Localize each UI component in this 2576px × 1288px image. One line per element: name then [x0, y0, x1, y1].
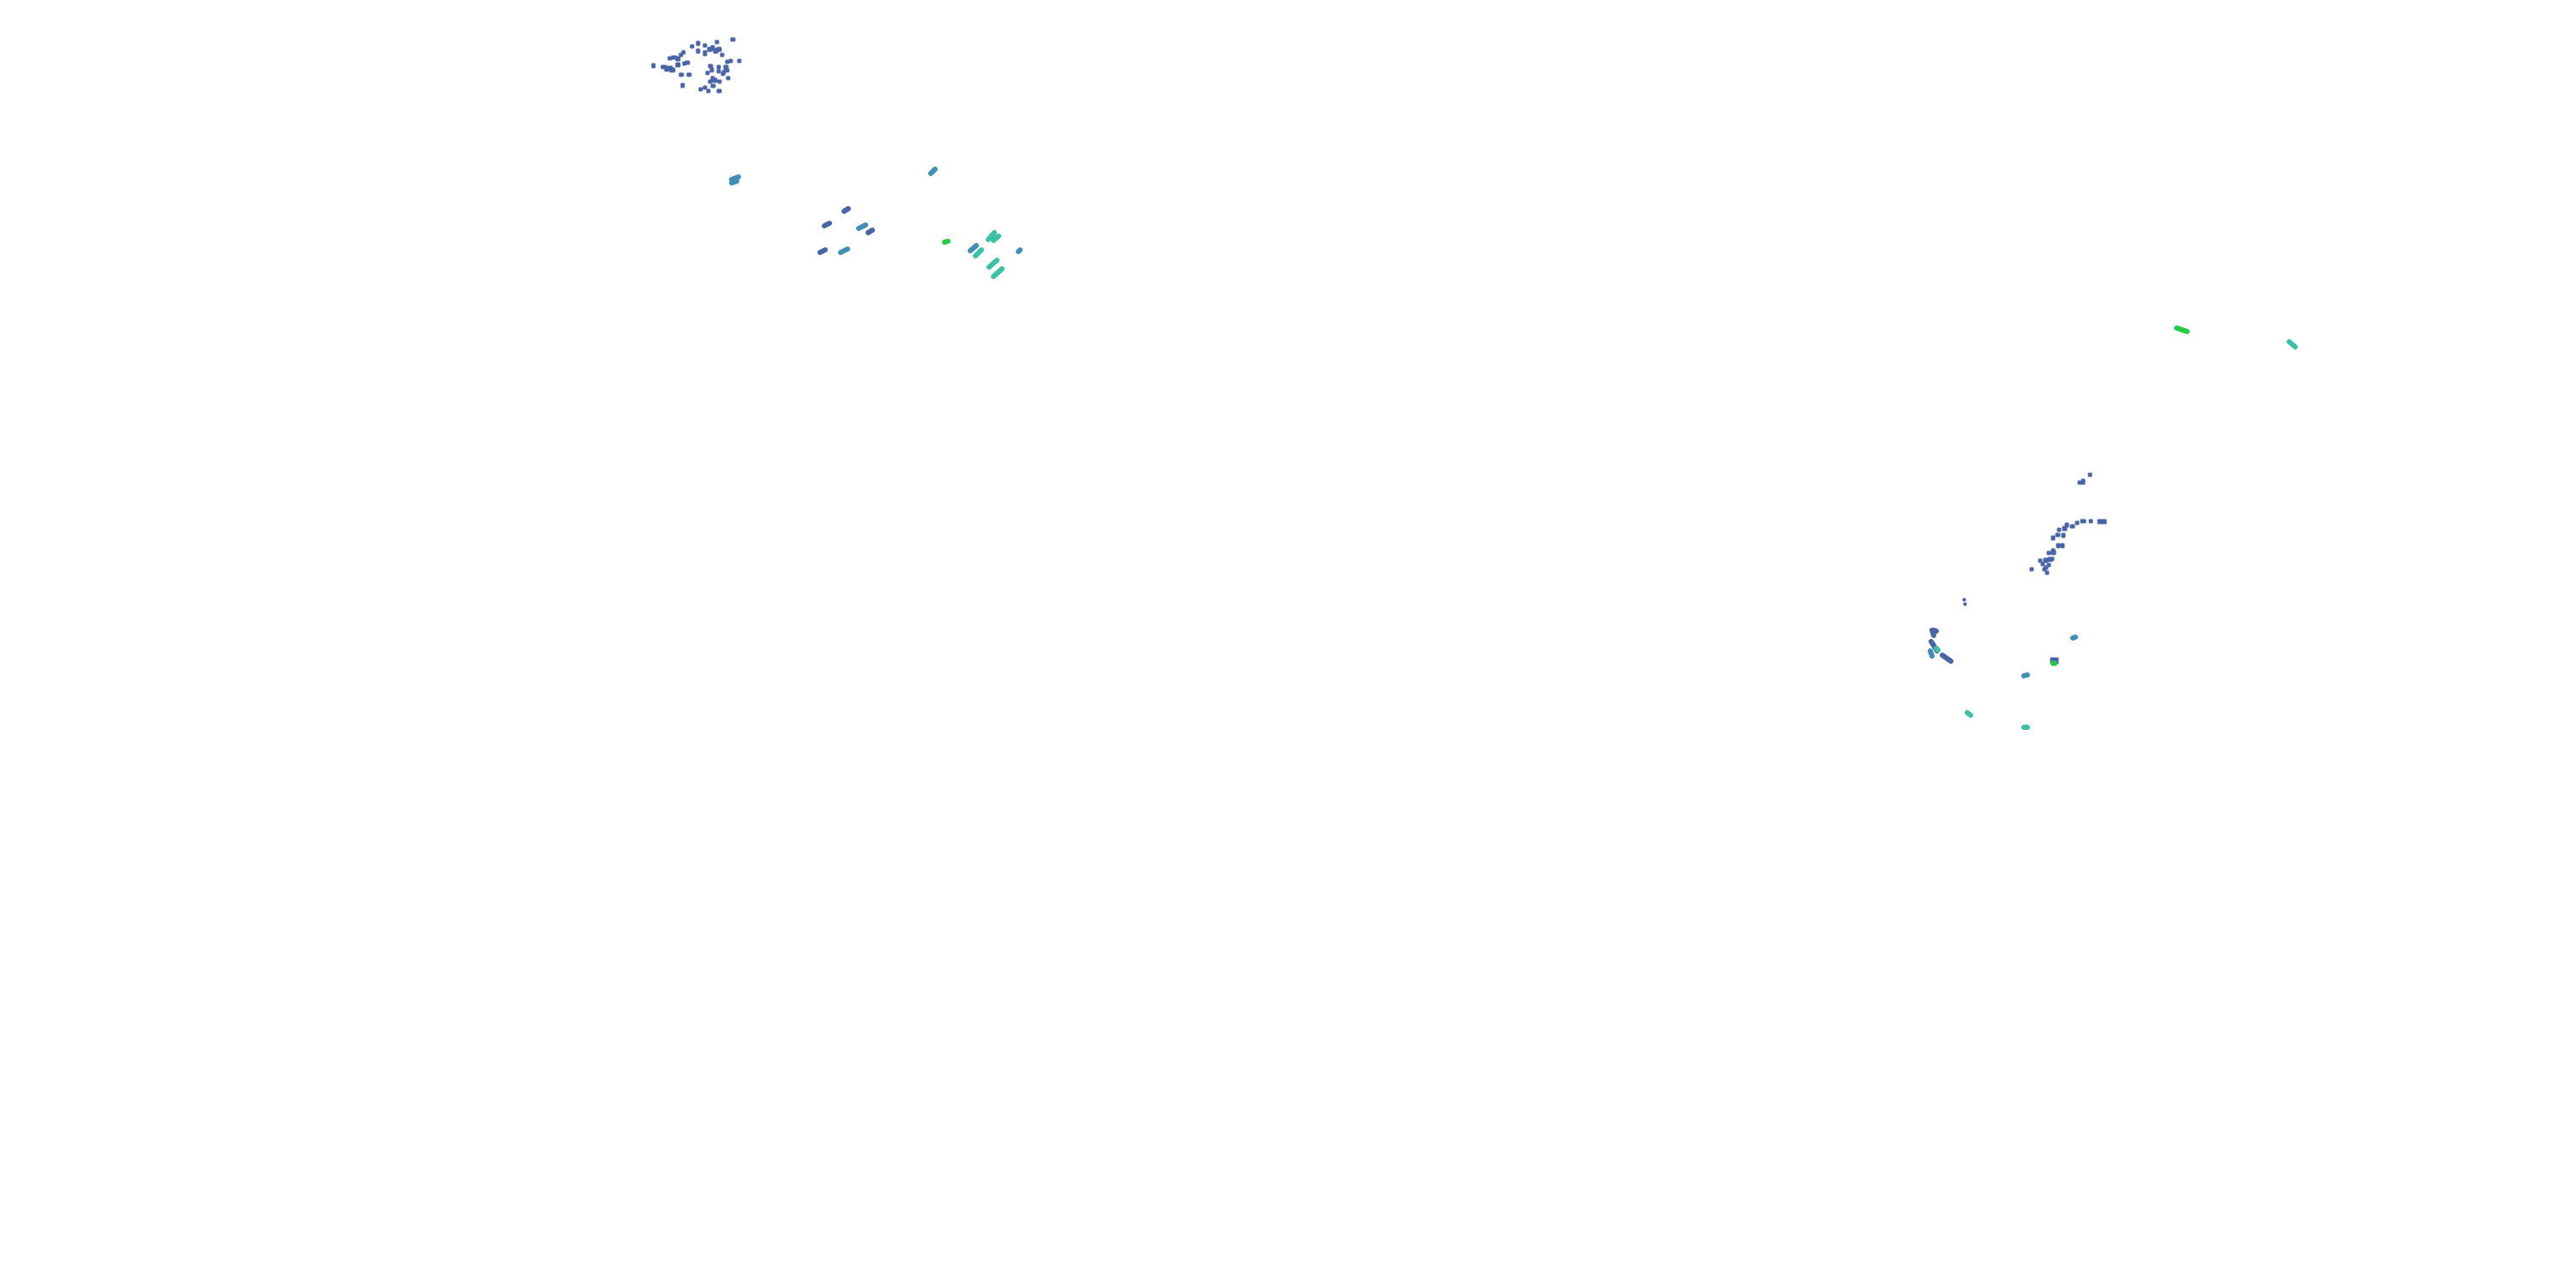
island-marks-central-north	[729, 167, 938, 255]
island-marks-east	[2174, 325, 2298, 349]
island-marks-central-east	[942, 230, 1023, 279]
island-cluster-northwest	[651, 37, 742, 94]
island-marks-south	[1928, 628, 2078, 730]
island-chain-southeast	[1962, 472, 2107, 606]
